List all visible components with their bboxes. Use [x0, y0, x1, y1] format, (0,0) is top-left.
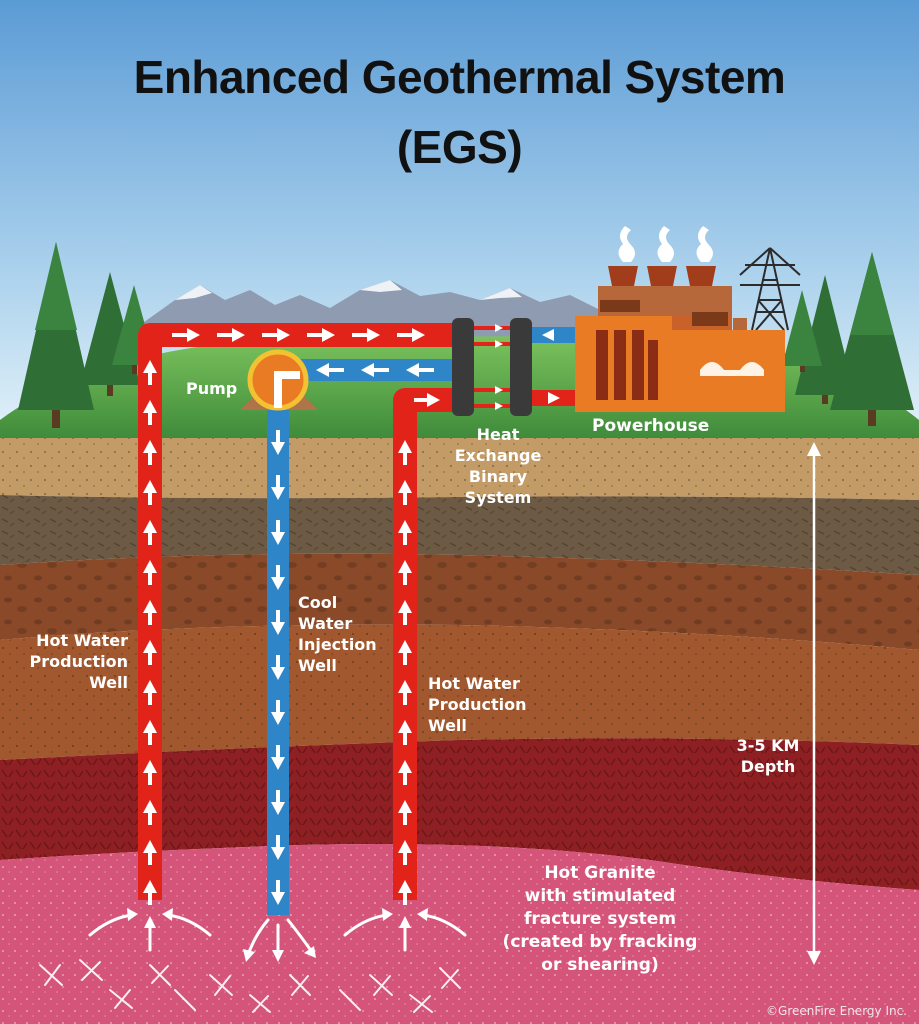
transmission-tower: [739, 247, 801, 331]
title-line-2: (EGS): [396, 121, 523, 173]
hx-gap-red: [472, 326, 512, 408]
top-pipe-arrows: [172, 328, 425, 342]
heat-exchange-label: Heat Exchange Binary System: [454, 425, 542, 507]
powerhouse-label: Powerhouse: [592, 416, 710, 436]
heat-exchanger-panel-right: [510, 318, 532, 416]
pump: [240, 349, 318, 411]
cool-well-arrows: [271, 430, 285, 905]
mountain-snow: [175, 280, 522, 300]
heat-exchanger-panel-left: [452, 318, 474, 416]
hx-arrows: [495, 324, 560, 410]
copyright-credit: ©GreenFire Energy Inc.: [766, 1004, 907, 1018]
fracture-flow-arrows: [88, 908, 467, 962]
powerhouse: [575, 226, 785, 412]
cool-water-label: Cool Water Injection Well: [298, 593, 377, 675]
trees-right: [782, 252, 914, 426]
right-well-arrows: [398, 393, 440, 905]
flow-arrows: [143, 324, 560, 905]
title-line-1: Enhanced Geothermal System: [133, 51, 786, 103]
depth-label: 3-5 KM Depth: [736, 736, 800, 776]
cool-top-arrows: [316, 363, 434, 377]
granite-label: Hot Granite with stimulated fracture sys…: [502, 863, 698, 975]
hot-water-right-label: Hot Water Production Well: [428, 674, 527, 735]
fracture-marks: [39, 959, 461, 1013]
pump-label: Pump: [186, 379, 238, 398]
soil-layers: [0, 438, 919, 1024]
depth-arrow: [807, 442, 821, 965]
left-well-arrows: [143, 360, 157, 905]
hot-water-left-label: Hot Water Production Well: [29, 631, 128, 692]
